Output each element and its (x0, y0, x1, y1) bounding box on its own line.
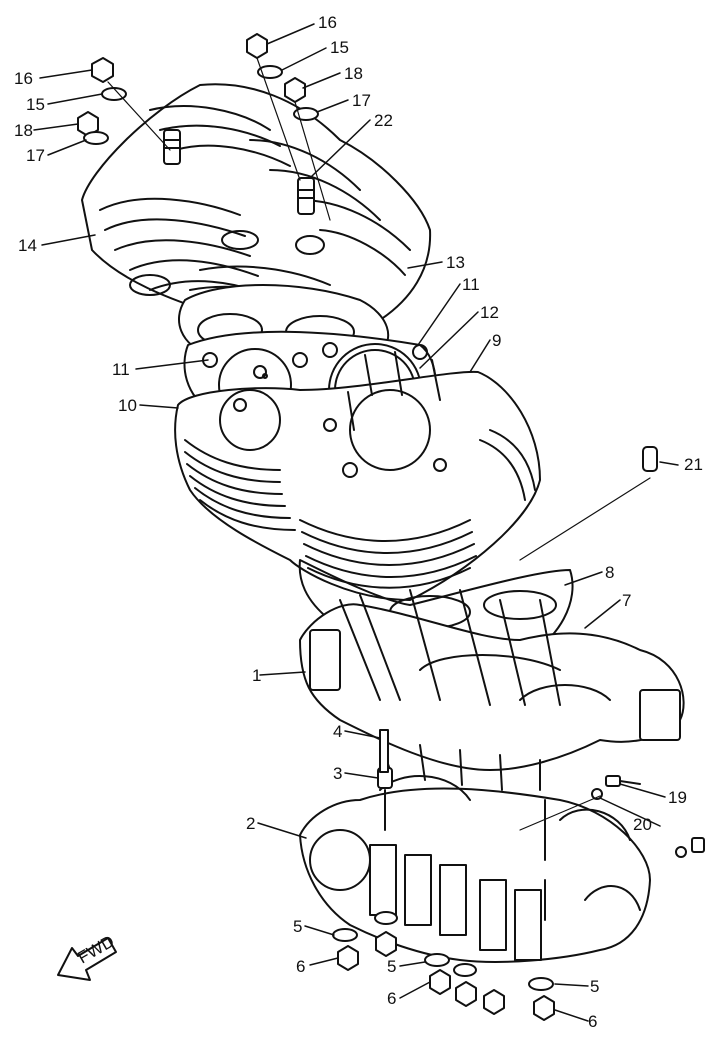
part-label-21: 21 (684, 455, 703, 474)
part-label-6-right: 6 (588, 1012, 597, 1031)
cylinder-block-drawing (174, 351, 541, 601)
part-label-14: 14 (18, 236, 37, 255)
part-label-6-left: 6 (296, 957, 305, 976)
part-label-3: 3 (333, 764, 342, 783)
part-label-12: 12 (480, 303, 499, 322)
leader-lines (33, 23, 679, 1022)
part-label-18-top: 18 (344, 64, 363, 83)
part-label-5-right: 5 (590, 977, 599, 996)
part-label-18-left: 18 (14, 121, 33, 140)
part-label-6-mid: 6 (387, 989, 396, 1008)
part-label-19: 19 (668, 788, 687, 807)
part-label-16-top: 16 (318, 13, 337, 32)
part-number-labels: 16 15 18 17 16 15 18 17 22 14 13 11 12 9… (14, 13, 703, 1031)
part-label-13: 13 (446, 253, 465, 272)
part-label-10: 10 (118, 396, 137, 415)
part-label-16-left: 16 (14, 69, 33, 88)
part-label-1: 1 (252, 666, 261, 685)
part-label-15-top: 15 (330, 38, 349, 57)
part-label-9: 9 (492, 331, 501, 350)
part-label-5-left: 5 (293, 917, 302, 936)
part-label-11-left: 11 (112, 360, 130, 379)
part-label-17-top: 17 (352, 91, 371, 110)
forward-arrow-icon: FWD (57, 932, 118, 981)
part-label-17-left: 17 (26, 146, 45, 165)
part-label-8: 8 (605, 563, 614, 582)
spark-plugs-drawing (163, 129, 315, 215)
dowels-studs-drawing (377, 446, 658, 921)
upper-crankcase-drawing (299, 589, 685, 791)
part-label-4: 4 (333, 722, 342, 741)
part-label-7: 7 (622, 591, 631, 610)
part-label-20: 20 (633, 815, 652, 834)
part-label-22: 22 (374, 111, 393, 130)
part-label-2: 2 (246, 814, 255, 833)
alignment-lines (107, 57, 651, 831)
part-label-11-right: 11 (462, 275, 480, 294)
part-label-5-mid: 5 (387, 957, 396, 976)
part-label-15-left: 15 (26, 95, 45, 114)
